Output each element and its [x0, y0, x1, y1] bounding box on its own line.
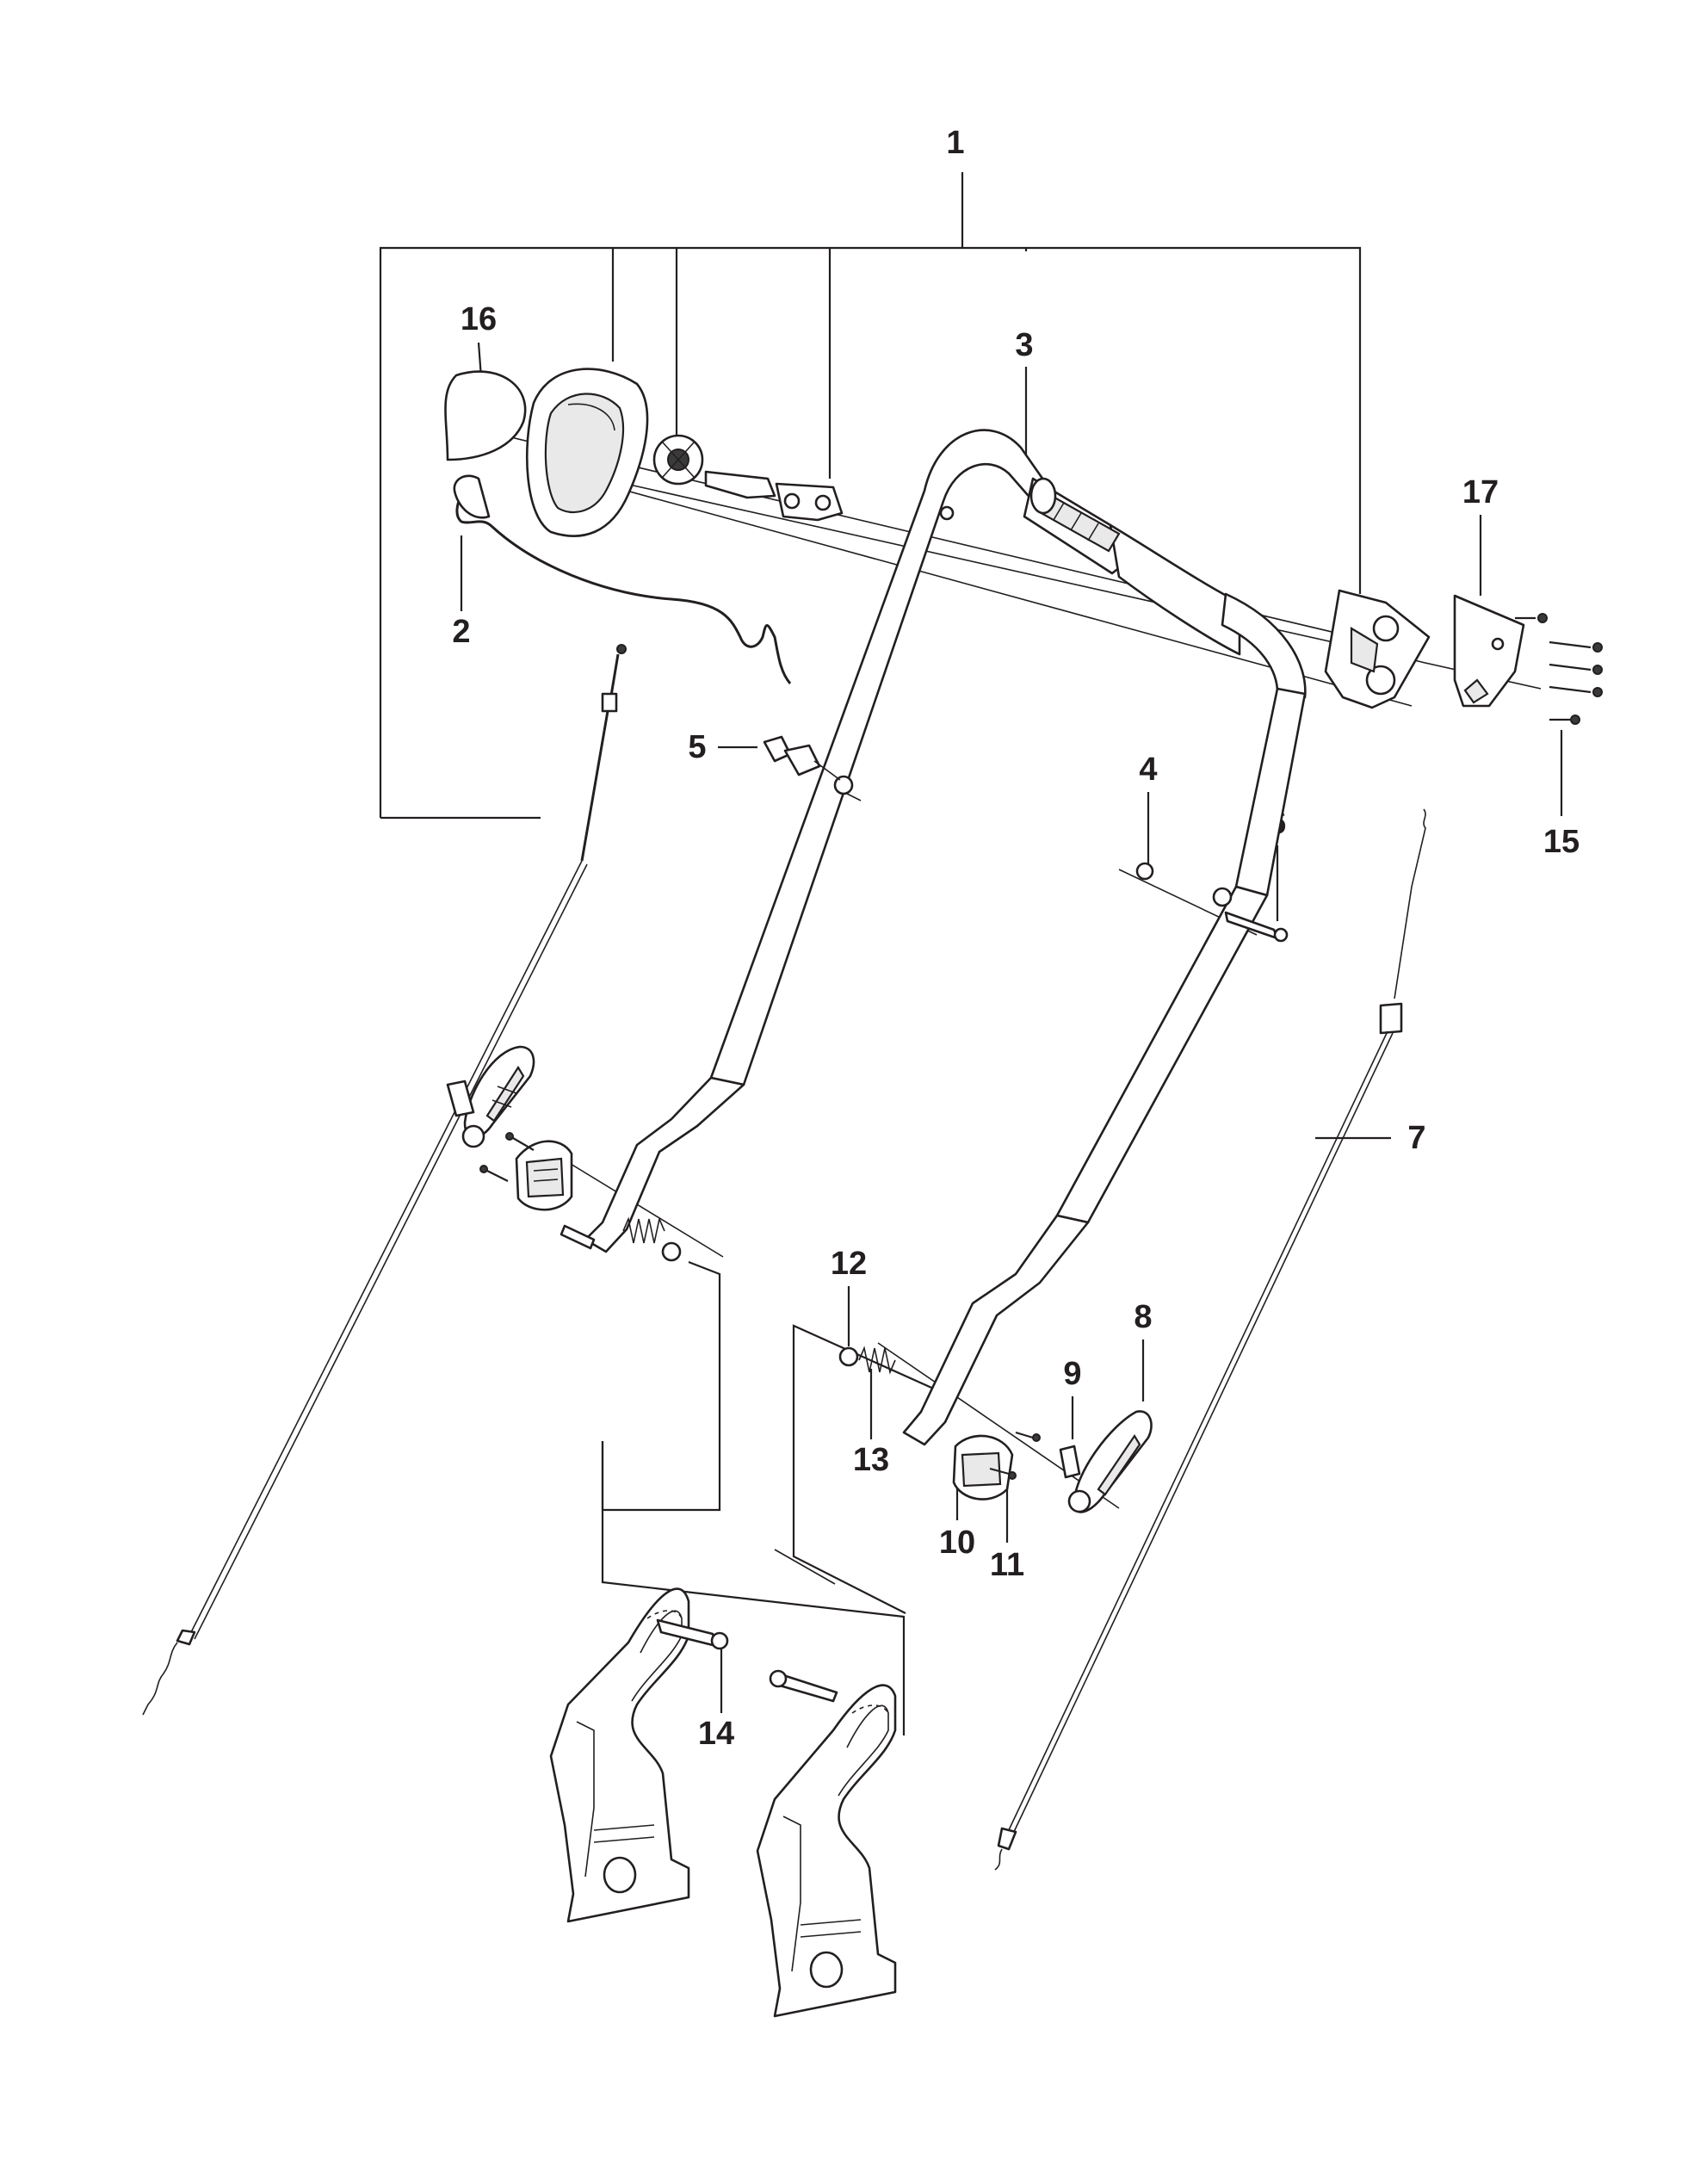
left-cable	[142, 644, 627, 1716]
callout-1: 1	[946, 125, 964, 161]
part-6-bolt	[1224, 911, 1289, 943]
part-5-clip	[763, 735, 841, 781]
part-3-handle-bar	[584, 429, 1307, 1446]
right-height-lock	[838, 1346, 1153, 1513]
part-4-nut	[1135, 862, 1154, 881]
leader-lines	[379, 172, 1563, 1735]
part-16-cover	[444, 370, 527, 461]
part-7-cable	[994, 808, 1426, 1871]
left-control-housing	[525, 368, 649, 537]
screws-top-right	[1515, 613, 1603, 725]
part-17-side-cover	[1453, 594, 1525, 708]
callout-5: 5	[688, 729, 706, 765]
callout-4: 4	[1139, 752, 1157, 788]
callout-12: 12	[831, 1246, 867, 1282]
top-axis-components	[652, 434, 1057, 522]
callout-2: 2	[452, 614, 470, 650]
callout-11: 11	[990, 1547, 1024, 1583]
callout-16: 16	[461, 301, 497, 337]
part-14-bolt	[656, 1618, 729, 1650]
callout-8: 8	[1134, 1299, 1152, 1335]
callout-10: 10	[939, 1525, 975, 1561]
callout-14: 14	[698, 1716, 734, 1752]
callout-15: 15	[1543, 824, 1580, 860]
right-side-bracket	[756, 1669, 897, 2018]
right-control-housing	[1324, 589, 1431, 709]
callout-17: 17	[1462, 474, 1499, 510]
left-side-bracket	[549, 1587, 690, 1923]
left-height-lock	[446, 1045, 682, 1262]
callout-7: 7	[1407, 1120, 1425, 1156]
part-2-rod	[453, 474, 792, 684]
callout-3: 3	[1015, 327, 1033, 363]
callout-13: 13	[853, 1442, 889, 1478]
callout-9: 9	[1063, 1356, 1081, 1392]
